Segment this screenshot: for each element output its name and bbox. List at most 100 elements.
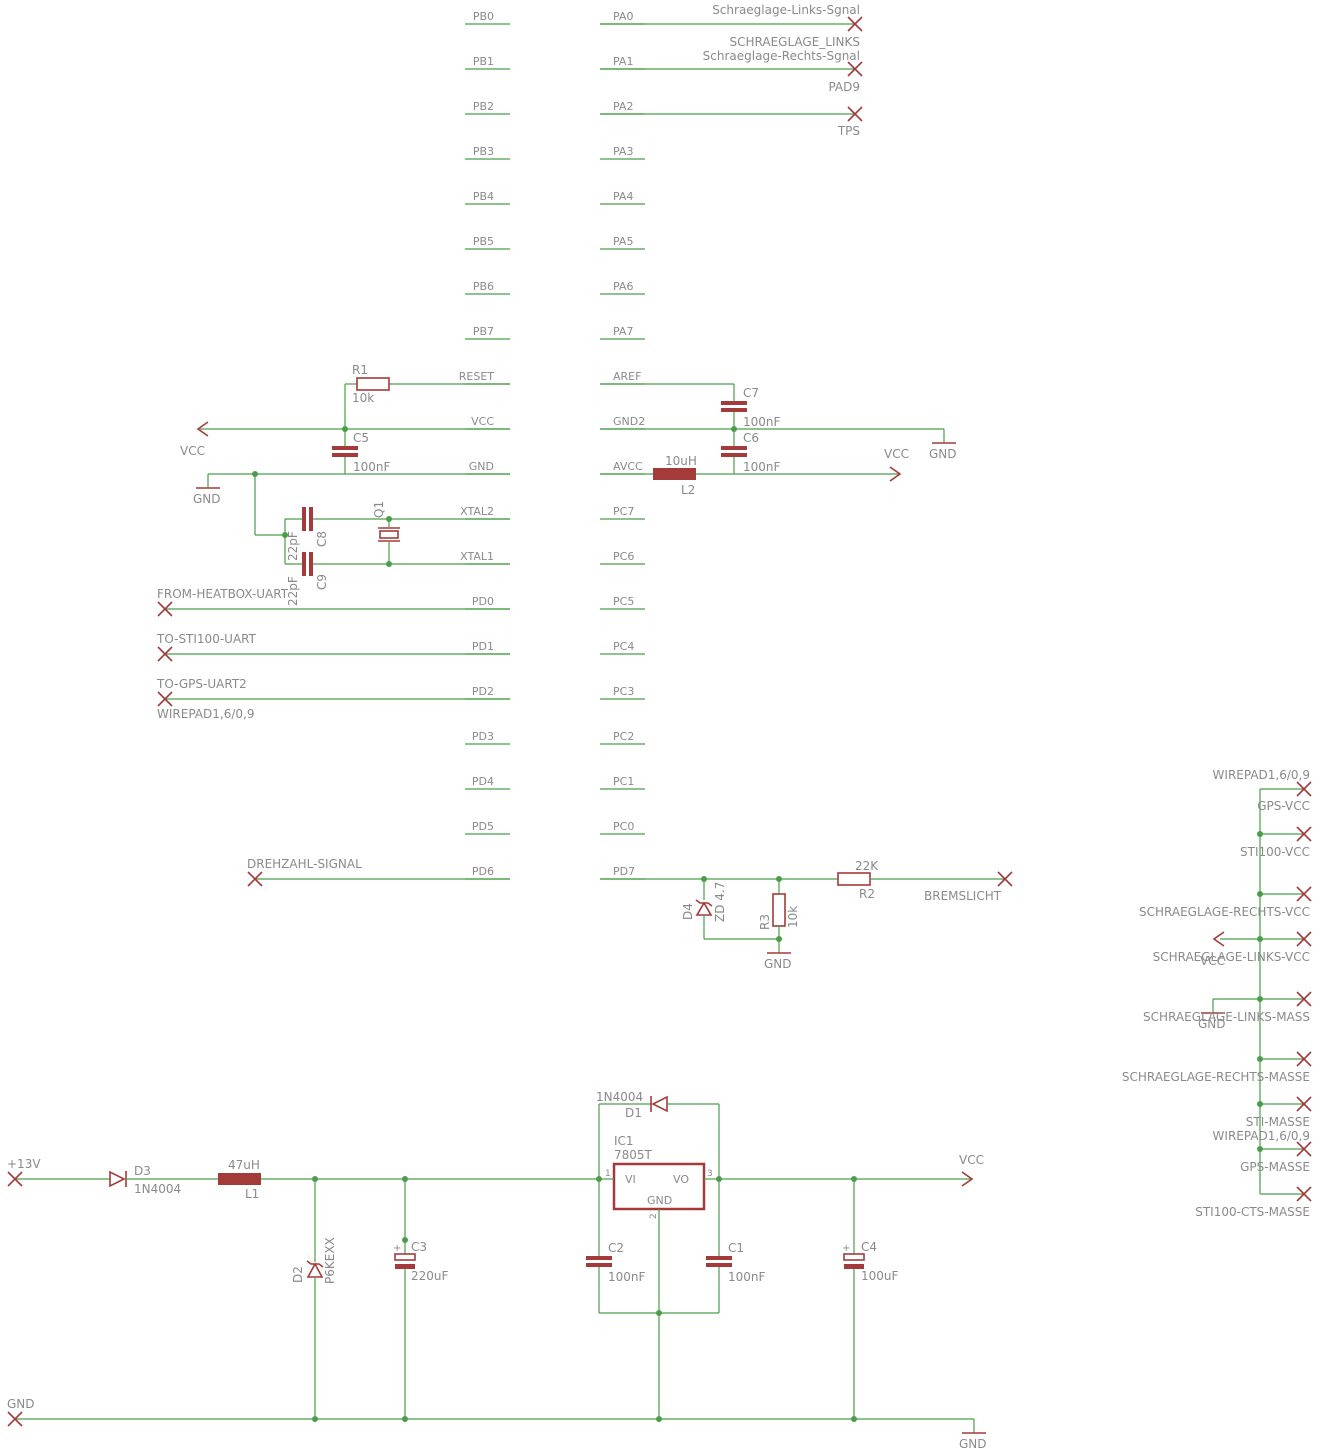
drehzahl-label: DREHZAHL-SIGNAL: [247, 857, 362, 871]
connector-wirepad-b: WIREPAD1,6/0,9: [1213, 1129, 1310, 1143]
ic1-pin-vo: VO: [673, 1173, 689, 1186]
pin-label-pb7: PB7: [473, 325, 494, 338]
d4-value: ZD 4.7: [713, 882, 727, 922]
c5-name: C5: [353, 431, 369, 445]
pin-label-aref: AREF: [613, 370, 641, 383]
connector-gnd-label: GND: [1198, 1017, 1226, 1031]
uart-nets: FROM-HEATBOX-UART TO-STI100-UART TO-GPS-…: [156, 587, 510, 887]
pin-label-pd7: PD7: [613, 865, 635, 878]
c6-plate-top: [721, 446, 747, 450]
c8-plate-right: [309, 507, 313, 531]
vcc-label-output: VCC: [959, 1153, 984, 1167]
d1-diode: [651, 1095, 668, 1113]
connector-gps-masse: GPS-MASSE: [1240, 1160, 1310, 1174]
gnd-label-r3: GND: [764, 957, 792, 971]
ic1-pin1: 1: [605, 1169, 611, 1179]
mcu-support-right: C7 100nF GND C6 100nF 10uH L2 VCC: [600, 383, 957, 497]
pin-label-vcc: VCC: [471, 415, 494, 428]
pin-label-pa6: PA6: [613, 280, 633, 293]
d3-value: 1N4004: [134, 1182, 181, 1196]
svg-text:+: +: [393, 1243, 401, 1254]
c1-name: C1: [728, 1241, 744, 1255]
c9-name: C9: [315, 574, 329, 590]
connector-sti100-cts-masse: STI100-CTS-MASSE: [1195, 1205, 1310, 1219]
pa2-noconnect-marker: [847, 106, 863, 122]
pin-label-pd0: PD0: [472, 595, 494, 608]
mcu-right-pins: PA0PA1PA2PA3PA4PA5PA6PA7AREFGND2AVCCPC7P…: [600, 10, 645, 880]
gnd-in-label: GND: [7, 1397, 35, 1411]
pa0-noconnect-marker: [847, 16, 863, 32]
c9-plate-left: [302, 552, 306, 576]
pin-label-gnd: GND: [469, 460, 494, 473]
pin-label-pc3: PC3: [613, 685, 634, 698]
l1-inductor: [218, 1173, 261, 1185]
connector-gps-vcc: GPS-VCC: [1257, 799, 1310, 813]
pin-label-pa2: PA2: [613, 100, 633, 113]
c2-plate-top: [586, 1256, 612, 1260]
gnd-in-noconnect-marker: [7, 1411, 23, 1427]
c6-name: C6: [743, 431, 759, 445]
r3-name: R3: [758, 914, 772, 930]
c7-name: C7: [743, 386, 759, 400]
c6-plate-bottom: [721, 453, 747, 457]
to-gps-label: TO-GPS-UART2: [156, 677, 247, 691]
q1-crystal: [379, 530, 399, 539]
connector-vcc-label: VCC: [1200, 954, 1225, 968]
gnd-label-left: GND: [193, 492, 221, 506]
pin-label-xtal1: XTAL1: [460, 550, 494, 563]
pin-label-pa7: PA7: [613, 325, 633, 338]
pa1-net-label-b: Schraeglage-Rechts-Sgnal: [703, 49, 860, 63]
l2-value: 10uH: [665, 454, 697, 468]
pin-label-pa1: PA1: [613, 55, 633, 68]
pd1-noconnect-marker: [157, 646, 173, 662]
pin-label-pd5: PD5: [472, 820, 494, 833]
pin-label-pb4: PB4: [473, 190, 494, 203]
c3-value: 220uF: [411, 1269, 449, 1283]
connector-wirepad-a: WIREPAD1,6/0,9: [1213, 768, 1310, 782]
vcc-arrow-connector: [1212, 931, 1225, 947]
wirepad-left-label: WIREPAD1,6/0,9: [157, 707, 254, 721]
d1-name: D1: [625, 1106, 642, 1120]
connector-pad-marker: [1296, 991, 1312, 1007]
pa0-net-label: Schraeglage-Links-Sgnal: [712, 3, 860, 17]
pin-label-pa5: PA5: [613, 235, 633, 248]
r1-name: R1: [352, 363, 368, 377]
c1-plate-top: [706, 1256, 732, 1260]
pin-label-pc4: PC4: [613, 640, 634, 653]
c9-plate-right: [309, 552, 313, 576]
connector-pad-marker: [1296, 886, 1312, 902]
connector-sti100-vcc: STI100-VCC: [1240, 845, 1310, 859]
pin-label-pb3: PB3: [473, 145, 494, 158]
c1-plate-bottom: [706, 1263, 732, 1267]
pd2-noconnect-marker: [157, 691, 173, 707]
pin-label-pb0: PB0: [473, 10, 494, 23]
pin-label-pc5: PC5: [613, 595, 634, 608]
pin-label-pb5: PB5: [473, 235, 494, 248]
pd6-noconnect-marker: [247, 871, 263, 887]
c6-value: 100nF: [743, 460, 781, 474]
c9-value: 22pF: [286, 576, 300, 606]
pa-nets: Schraeglage-Links-Sgnal SCHRAEGLAGE_LINK…: [600, 3, 863, 138]
ic1-pin-vi: VI: [625, 1173, 636, 1186]
pa1-noconnect-marker: [847, 61, 863, 77]
pin-label-pa4: PA4: [613, 190, 633, 203]
from-heatbox-label: FROM-HEATBOX-UART: [157, 587, 289, 601]
power-supply: +13V D3 1N4004 47uH L1 D2 P6KEXX + C3 22…: [7, 1090, 987, 1451]
pd0-noconnect-marker: [157, 601, 173, 617]
pa2-net-label-b: TPS: [837, 124, 860, 138]
c8-plate-left: [302, 507, 306, 531]
pin-label-pc0: PC0: [613, 820, 634, 833]
r3-value: 10k: [786, 906, 800, 928]
pin-label-pd1: PD1: [472, 640, 494, 653]
pin-label-pb6: PB6: [473, 280, 494, 293]
d3-diode: [109, 1170, 126, 1188]
pin-label-pd6: PD6: [472, 865, 494, 878]
ic1-pin2: 2: [649, 1213, 659, 1219]
pin-label-pc1: PC1: [613, 775, 634, 788]
connector-schraeglage-rechts-masse: SCHRAEGLAGE-RECHTS-MASSE: [1122, 1070, 1310, 1084]
connector-pad-marker: [1296, 826, 1312, 842]
connector-schraeglage-rechts-vcc: SCHRAEGLAGE-RECHTS-VCC: [1139, 905, 1310, 919]
connector-pads: WIREPAD1,6/0,9 GPS-VCC STI100-VCC SCHRAE…: [1122, 768, 1312, 1219]
to-sti100-label: TO-STI100-UART: [156, 632, 257, 646]
pin-label-gnd2: GND2: [613, 415, 645, 428]
